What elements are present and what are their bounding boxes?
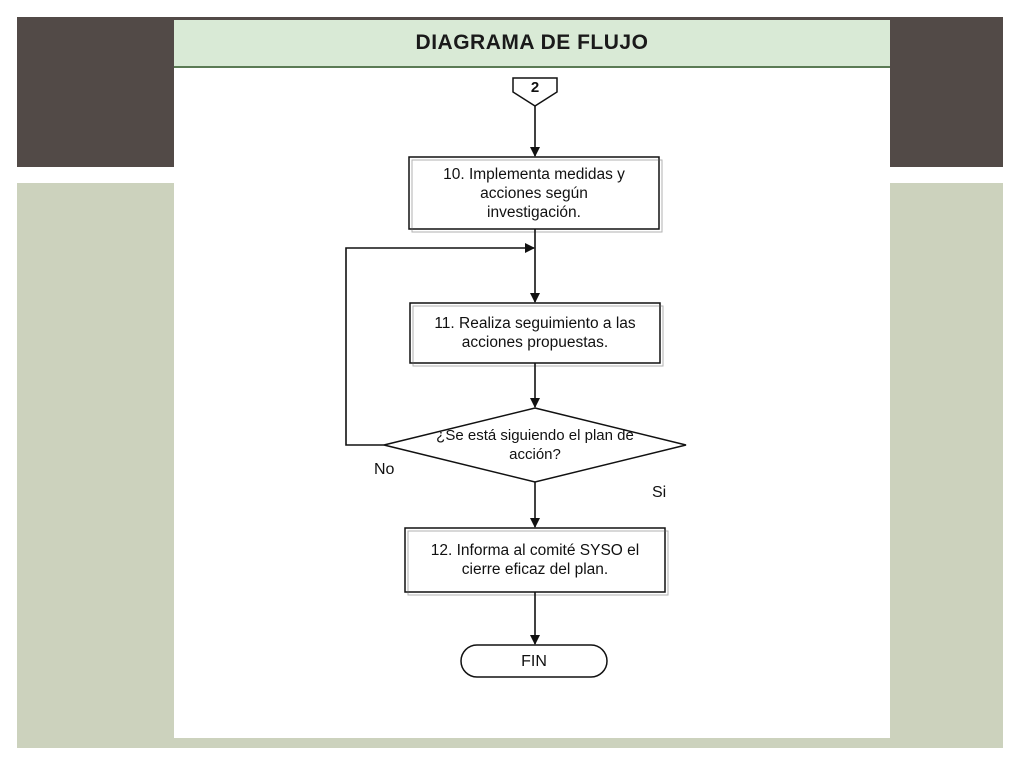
edge-decision-no-loop xyxy=(345,243,535,446)
decision-no-label: No xyxy=(374,461,395,478)
diagram-title: DIAGRAMA DE FLUJO xyxy=(174,20,890,68)
step-11-label: 11. Realiza seguimiento a las acciones p… xyxy=(434,315,636,351)
fin-terminator xyxy=(460,644,608,678)
step-11-box xyxy=(409,302,661,364)
flowchart-canvas xyxy=(345,77,687,678)
connector-label: 2 xyxy=(530,78,540,96)
decision-label: ¿Se está siguiendo el plan de acción? xyxy=(436,427,634,463)
decision-yes-label: Si xyxy=(652,484,667,501)
step-10-label: 10. Implementa medidas y acciones según … xyxy=(443,165,625,221)
step-12-box xyxy=(404,527,666,593)
diagram-panel: DIAGRAMA DE FLUJO xyxy=(174,20,890,738)
step-12-label: 12. Informa al comité SYSO el cierre efi… xyxy=(430,542,640,578)
fin-label: FIN xyxy=(521,652,547,670)
connector-shape xyxy=(512,77,558,107)
step-10-box xyxy=(408,156,660,230)
